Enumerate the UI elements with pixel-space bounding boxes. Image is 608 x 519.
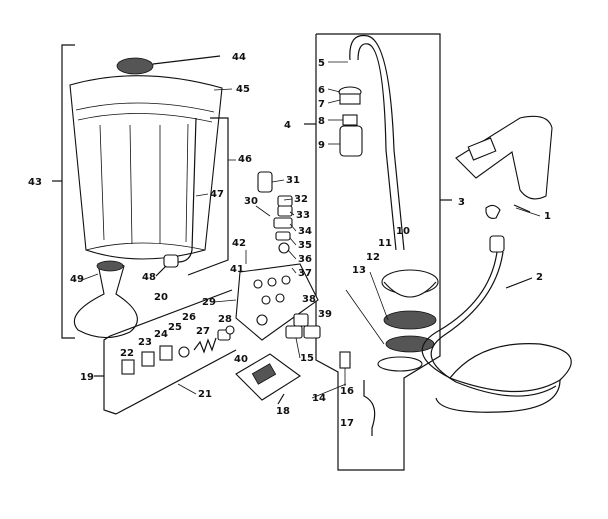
callout-28: 28 <box>218 314 232 325</box>
strainer-49 <box>73 260 138 339</box>
callout-39: 39 <box>318 309 332 320</box>
callout-8: 8 <box>318 116 325 127</box>
callout-15: 15 <box>300 353 314 364</box>
callout-9: 9 <box>318 140 325 151</box>
callout-34: 34 <box>298 226 312 237</box>
callout-48: 48 <box>142 272 156 283</box>
bracket-43 <box>52 44 75 339</box>
callout-35: 35 <box>298 240 312 251</box>
callout-33: 33 <box>296 210 310 221</box>
callout-labels: 1 2 3 4 5 6 7 8 9 10 11 12 13 14 15 16 1… <box>28 52 551 429</box>
callout-38: 38 <box>302 294 316 305</box>
callout-41: 41 <box>230 264 244 275</box>
callout-25: 25 <box>168 322 182 333</box>
callout-23: 23 <box>138 337 152 348</box>
tank-assembly <box>69 75 223 260</box>
bracket-46 <box>187 117 236 276</box>
callout-37: 37 <box>298 268 312 279</box>
callout-40: 40 <box>234 354 248 365</box>
callout-11: 11 <box>378 238 392 249</box>
callout-2: 2 <box>536 272 543 283</box>
callout-43: 43 <box>28 177 42 188</box>
callout-46: 46 <box>238 154 252 165</box>
callout-26: 26 <box>182 312 196 323</box>
pump-stack-10-13 <box>345 269 439 372</box>
callout-16: 16 <box>340 386 354 397</box>
callout-20: 20 <box>154 292 168 303</box>
callout-44: 44 <box>232 52 246 63</box>
callout-17: 17 <box>340 418 354 429</box>
hose-5-inner <box>357 43 397 251</box>
leader-lines <box>81 88 541 399</box>
plate-18 <box>235 353 301 405</box>
callout-22: 22 <box>120 348 134 359</box>
callout-10: 10 <box>396 226 410 237</box>
callout-42: 42 <box>232 238 246 249</box>
callout-13: 13 <box>352 265 366 276</box>
valve-16 <box>339 351 351 386</box>
callout-21: 21 <box>198 389 212 400</box>
callout-18: 18 <box>276 406 290 417</box>
callout-3: 3 <box>458 197 465 208</box>
manifold-block <box>235 263 319 341</box>
callout-19: 19 <box>80 372 94 383</box>
callout-31: 31 <box>286 175 300 186</box>
upper-stack-30-36 <box>245 171 293 264</box>
callout-36: 36 <box>298 254 312 265</box>
callout-12: 12 <box>366 252 380 263</box>
fittings-15-38-39 <box>285 313 321 339</box>
callout-27: 27 <box>196 326 210 337</box>
bracket-19 <box>94 289 237 415</box>
spray-gun-1 <box>455 115 553 219</box>
callout-47: 47 <box>210 189 224 200</box>
callout-32: 32 <box>294 194 308 205</box>
hose-2 <box>421 235 572 413</box>
callout-1: 1 <box>544 211 551 222</box>
bracket-3 <box>304 33 452 471</box>
cap-44 <box>116 55 221 75</box>
callout-49: 49 <box>70 274 84 285</box>
part-48 <box>155 254 179 277</box>
callout-4: 4 <box>284 120 291 131</box>
callout-7: 7 <box>318 99 325 110</box>
callout-6: 6 <box>318 85 325 96</box>
hose-5 <box>349 34 405 251</box>
callout-14: 14 <box>312 393 326 404</box>
siphon-tube-47 <box>177 117 197 263</box>
fittings-6-9 <box>327 61 363 157</box>
callout-24: 24 <box>154 329 168 340</box>
callout-45: 45 <box>236 84 250 95</box>
callout-5: 5 <box>318 58 325 69</box>
pickup-tube-17 <box>363 380 376 436</box>
callout-30: 30 <box>244 196 258 207</box>
callout-29: 29 <box>202 297 216 308</box>
small-parts-22-28 <box>121 325 235 375</box>
